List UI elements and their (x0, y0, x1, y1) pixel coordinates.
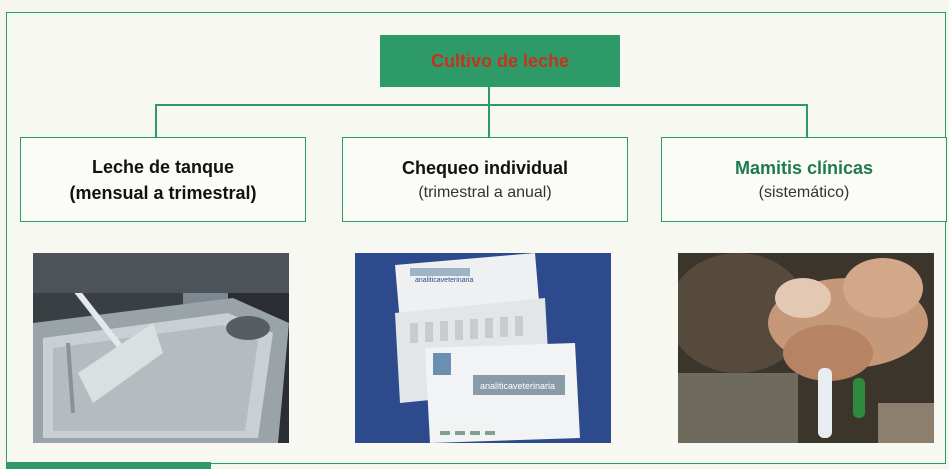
branch-subtitle: (trimestral a anual) (418, 183, 552, 201)
udder-sampling-photo (678, 253, 934, 443)
branch-title: Leche de tanque (91, 156, 235, 177)
sample-kit-photo: analiticaveterinaria analiticaveterinari… (355, 253, 611, 443)
branch-title: Chequeo individual (401, 157, 568, 178)
root-label: Cultivo de leche (430, 50, 570, 71)
branch-tank-milk: Leche de tanque (mensual a trimestral) (20, 137, 306, 222)
branch-clinical-mastitis: Mamitis clínicas (sistemático) (661, 137, 947, 222)
connector-horizontal (155, 104, 808, 106)
milk-tank-photo (33, 253, 289, 443)
root-node: Cultivo de leche (380, 35, 620, 87)
connector-middle (488, 104, 490, 137)
connector-root-down (488, 87, 490, 105)
corner-accent (6, 462, 211, 469)
branch-title: Mamitis clínicas (734, 157, 874, 178)
kit-card-brand: analiticaveterinaria (480, 381, 555, 391)
branch-subtitle: (mensual a trimestral) (69, 182, 257, 203)
connector-right (806, 104, 808, 137)
branch-individual-check: Chequeo individual (trimestral a anual) (342, 137, 628, 222)
kit-top-brand: analiticaveterinaria (415, 277, 473, 284)
connector-left (155, 104, 157, 137)
branch-subtitle: (sistemático) (758, 183, 850, 201)
